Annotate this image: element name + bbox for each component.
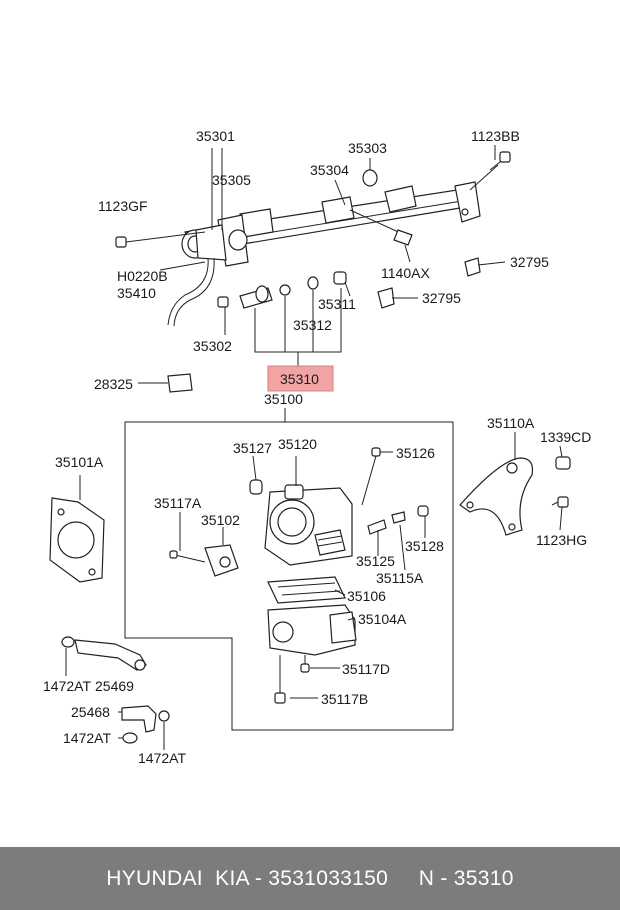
label-1472AT-c[interactable]: 1472AT	[138, 750, 186, 766]
sleeve-28325	[138, 373, 193, 393]
bracket-35110A	[459, 456, 571, 536]
label-35110A[interactable]: 35110A	[487, 415, 535, 431]
label-35301[interactable]: 35301	[196, 128, 235, 144]
label-35115A[interactable]: 35115A	[376, 570, 424, 586]
label-35312[interactable]: 35312	[293, 317, 332, 333]
label-1123HG[interactable]: 1123HG	[536, 532, 587, 548]
label-35117A[interactable]: 35117A	[154, 495, 202, 511]
fuel-rail	[167, 181, 481, 327]
label-32795-b[interactable]: 32795	[422, 290, 461, 306]
body-35104A	[267, 604, 357, 704]
label-25469[interactable]: 25469	[95, 678, 134, 694]
label-H0220B[interactable]: H0220B	[117, 268, 168, 284]
part-labels: 35301 35303 1123BB 35305 35304 1123GF H0…	[43, 128, 591, 766]
label-35310[interactable]: 35310	[280, 371, 319, 387]
label-35302[interactable]: 35302	[193, 338, 232, 354]
label-35101A[interactable]: 35101A	[55, 454, 104, 470]
label-1123GF[interactable]: 1123GF	[98, 198, 148, 214]
label-35125[interactable]: 35125	[356, 553, 395, 569]
label-35128[interactable]: 35128	[405, 538, 444, 554]
label-35117D[interactable]: 35117D	[342, 661, 390, 677]
label-1472AT-a[interactable]: 1472AT	[43, 678, 91, 694]
gasket-35106	[267, 576, 346, 604]
label-1123BB[interactable]: 1123BB	[471, 128, 520, 144]
label-35106[interactable]: 35106	[347, 588, 386, 604]
label-28325[interactable]: 28325	[94, 376, 133, 392]
label-35410[interactable]: 35410	[117, 285, 156, 301]
label-32795-a[interactable]: 32795	[510, 254, 549, 270]
parts-diagram: 35301 35303 1123BB 35305 35304 1123GF H0…	[43, 128, 591, 766]
label-35117B[interactable]: 35117B	[321, 691, 368, 707]
label-1140AX[interactable]: 1140AX	[381, 265, 430, 281]
label-35104A[interactable]: 35104A	[358, 611, 407, 627]
label-35126[interactable]: 35126	[396, 445, 435, 461]
label-1472AT-b[interactable]: 1472AT	[63, 730, 111, 746]
label-25468[interactable]: 25468	[71, 704, 110, 720]
label-35303[interactable]: 35303	[348, 140, 387, 156]
upper-fasteners	[115, 151, 511, 309]
sensor-35102	[169, 544, 239, 577]
gasket-35101A	[49, 497, 105, 583]
assembly-35100-frame	[124, 408, 454, 731]
label-35120[interactable]: 35120	[278, 436, 317, 452]
part-number-footer: HYUNDAI KIA - 3531033150 N - 35310	[0, 847, 620, 910]
label-35100[interactable]: 35100	[264, 391, 303, 407]
hoses	[61, 636, 170, 744]
label-35127[interactable]: 35127	[233, 440, 272, 456]
label-35304[interactable]: 35304	[310, 162, 349, 178]
part-35310-highlight[interactable]	[267, 365, 334, 392]
throttle-body-35120	[249, 447, 429, 566]
injector-assembly	[217, 271, 347, 366]
leader-lines	[65, 145, 563, 750]
label-35102[interactable]: 35102	[201, 512, 240, 528]
label-35305[interactable]: 35305	[212, 172, 251, 188]
label-1339CD[interactable]: 1339CD	[540, 429, 591, 445]
label-35311[interactable]: 35311	[318, 296, 356, 312]
